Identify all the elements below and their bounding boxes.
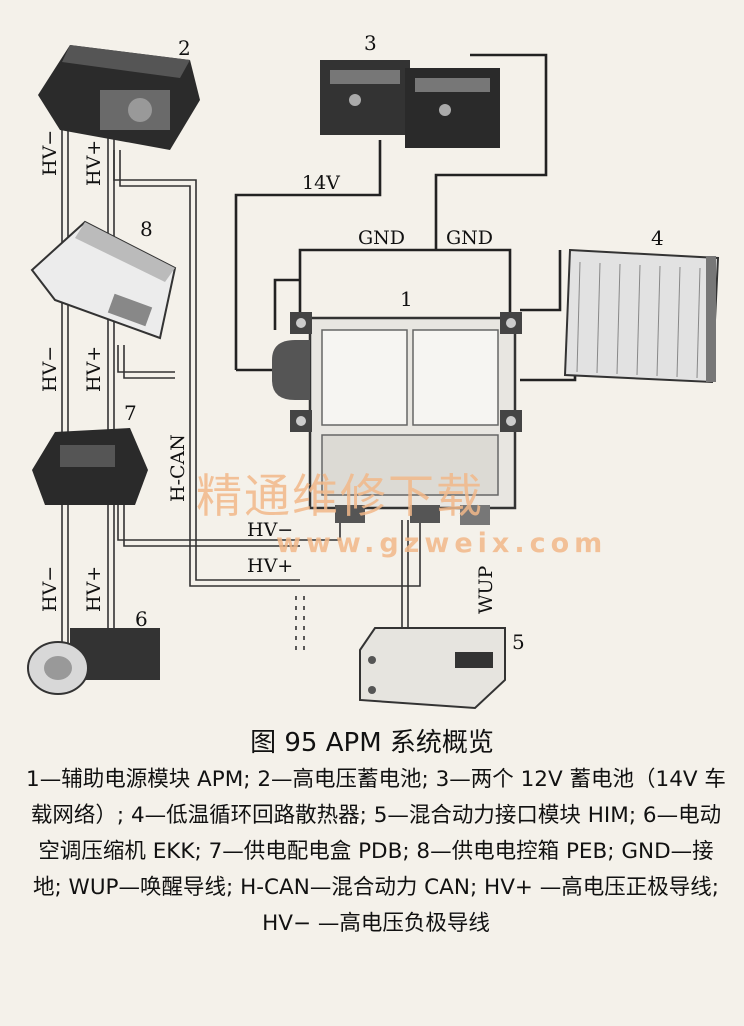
label-hv-plus-2: HV+ — [83, 346, 105, 392]
lv-wiring — [234, 53, 577, 382]
label-3: 3 — [364, 31, 377, 55]
label-gnd-b: GND — [446, 227, 493, 249]
ekk-compressor-6 — [27, 628, 160, 695]
peb-8 — [30, 220, 177, 340]
label-hv-plus-bus: HV+ — [247, 555, 293, 577]
label-6: 6 — [135, 607, 148, 631]
label-hv-minus-1: HV− — [39, 130, 61, 176]
label-1: 1 — [400, 287, 413, 311]
label-hv-minus-2: HV− — [39, 346, 61, 392]
label-7: 7 — [124, 401, 137, 425]
label-hv-minus-3: HV− — [39, 566, 61, 612]
radiator-4 — [563, 248, 720, 384]
batteries-12v-3 — [320, 60, 500, 148]
label-hv-plus-1: HV+ — [83, 140, 105, 186]
him-module-5 — [359, 627, 506, 710]
hv-battery-2 — [38, 45, 200, 150]
label-hv-plus-3: HV+ — [83, 566, 105, 612]
label-gnd-a: GND — [358, 227, 405, 249]
figure-title: 图 95 APM 系统概览 — [250, 728, 494, 758]
apm-module-1 — [272, 312, 522, 525]
label-wup: WUP — [475, 565, 497, 614]
label-5: 5 — [512, 630, 525, 654]
hv-harness — [61, 110, 421, 660]
label-hcan: H-CAN — [167, 434, 189, 502]
label-2: 2 — [178, 36, 191, 60]
watermark-url: www.gzweix.com — [276, 528, 607, 559]
label-14v: 14V — [302, 172, 340, 194]
watermark-cn: 精通维修下载 — [196, 469, 484, 523]
pdb-7 — [32, 428, 148, 505]
label-hv-minus-bus: HV− — [247, 519, 293, 541]
apm-system-diagram: 2 3 4 1 8 7 6 5 14V GND GND HV− HV+ HV− … — [27, 31, 720, 710]
label-4: 4 — [651, 226, 664, 250]
figure-legend: 1—辅助电源模块 APM; 2—高电压蓄电池; 3—两个 12V 蓄电池（14V… — [26, 767, 726, 936]
label-8: 8 — [140, 217, 153, 241]
